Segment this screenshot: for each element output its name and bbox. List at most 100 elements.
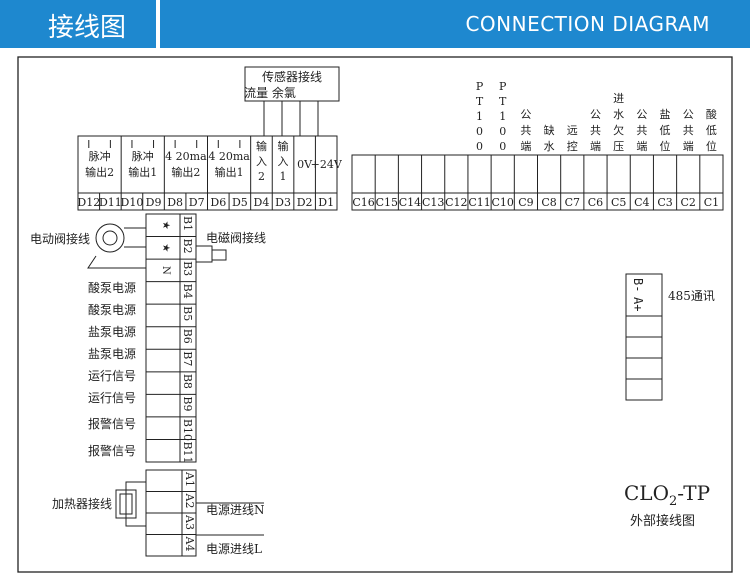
c-function-label: T	[476, 95, 484, 108]
c-terminal-label: C10	[492, 196, 514, 209]
c-function-label: 端	[636, 140, 647, 153]
c-function-label: 0	[476, 125, 483, 138]
c-terminal-label: C11	[468, 196, 490, 209]
a-terminal-label: A2	[183, 493, 196, 509]
motor-valve-label: 电动阀接线	[30, 231, 90, 246]
b-terminal-label: B11	[181, 441, 194, 463]
c-function-label: 共	[590, 124, 601, 137]
c-function-label: 低	[706, 124, 717, 137]
model-suffix: -TP	[677, 481, 710, 505]
c-terminal-label: C1	[704, 196, 719, 209]
c-terminal-label: C2	[681, 196, 696, 209]
d-terminal-label: D4	[254, 196, 270, 209]
alarm-signal-label-1: 报警信号	[88, 416, 136, 431]
b-terminal-label: B1	[181, 216, 194, 231]
c-function-label: 水	[613, 108, 624, 121]
c-function-label: 欠	[613, 123, 624, 137]
d-function-label: 输	[278, 139, 289, 153]
b-terminal-label: B3	[181, 261, 194, 276]
c-function-label: 0	[476, 140, 483, 153]
c-terminal-label: C8	[541, 196, 556, 209]
b-mark-label: ★	[160, 221, 171, 230]
c-function-label: P	[476, 80, 484, 93]
c-function-label: 端	[683, 140, 694, 153]
b-terminal-label: B10	[181, 419, 194, 441]
d-function-label: 4 20ma	[208, 150, 250, 163]
b-terminal-label: B7	[181, 351, 194, 366]
c-function-label: 0	[499, 140, 506, 153]
c-function-label: 酸	[706, 107, 717, 121]
acid-pump-label-1: 酸泵电源	[88, 280, 136, 295]
heater-label: 加热器接线	[52, 496, 112, 511]
a-terminal-label: A1	[183, 471, 196, 487]
d-function-label: 输出1	[128, 165, 157, 179]
c-function-label: 公	[520, 108, 531, 121]
b-terminal-label: B8	[181, 374, 194, 389]
c-function-label: 0	[499, 125, 506, 138]
acid-pump-label-2: 酸泵电源	[88, 302, 136, 317]
c-terminal-label: C4	[634, 196, 649, 209]
b-mark-label: N	[160, 266, 171, 275]
d-terminal-label: D8	[167, 196, 183, 209]
model-prefix: CLO	[624, 481, 669, 505]
run-signal-label-2: 运行信号	[88, 391, 136, 405]
d-function-label: +24V	[311, 158, 343, 171]
run-signal-label-1: 运行信号	[88, 369, 136, 383]
d-terminal-label: D12	[77, 196, 100, 209]
d-terminal-label: D11	[99, 196, 122, 209]
d-terminal-label: D6	[210, 196, 226, 209]
header-banner: 接线图 CONNECTION DIAGRAM	[0, 0, 750, 48]
b-mark-label: ★	[160, 243, 171, 252]
c-function-label: 盐	[660, 108, 671, 121]
b-terminal-label: B2	[181, 239, 194, 254]
rs485-label-b: B-	[631, 278, 645, 292]
c-function-label: 位	[706, 139, 717, 153]
c-function-label: 公	[683, 108, 694, 121]
c-function-label: 1	[499, 110, 506, 123]
power-in-n-label: 电源进线N	[206, 503, 265, 517]
solenoid-valve-label: 电磁阀接线	[206, 230, 266, 245]
c-function-label: 进	[613, 92, 624, 105]
a-terminal-label: A4	[183, 536, 196, 552]
d-terminal-label: D1	[318, 196, 334, 209]
d-terminal-label: D7	[189, 196, 205, 209]
c-terminal-label: C14	[399, 196, 421, 209]
c-terminal-label: C16	[352, 196, 374, 209]
c-terminal-label: C15	[376, 196, 398, 209]
d-function-label: 入	[256, 155, 267, 168]
d-function-label: 输出1	[215, 165, 244, 179]
header-separator	[156, 0, 160, 48]
b-terminal-label: B5	[181, 306, 194, 321]
c-function-label: 端	[520, 140, 531, 153]
c-function-label: 共	[520, 124, 531, 137]
c-function-label: 远	[567, 124, 578, 137]
salt-pump-label-1: 盐泵电源	[88, 325, 136, 339]
power-in-l-label: 电源进线L	[206, 542, 262, 556]
heater-symbol: 加热器接线	[52, 481, 146, 527]
d-terminal-label: D3	[275, 196, 291, 209]
d-function-label: 入	[278, 155, 289, 168]
d-function-label: 脉冲	[132, 149, 154, 163]
d-function-label: 4 20ma	[165, 150, 207, 163]
c-terminal-label: C3	[657, 196, 672, 209]
sensor-group: 传感器接线 流量 余氯	[244, 66, 340, 136]
c-terminal-label: C12	[445, 196, 467, 209]
c-function-label: T	[499, 95, 507, 108]
salt-pump-label-2: 盐泵电源	[88, 347, 136, 361]
b-terminal-label: B6	[181, 329, 194, 344]
c-function-label: 水	[544, 140, 555, 153]
diagram-frame	[17, 56, 733, 573]
rs485-block: B- A+ 485通讯	[625, 273, 715, 401]
left-labels: 酸泵电源 酸泵电源 盐泵电源 盐泵电源 运行信号 运行信号 报警信号 报警信号	[88, 280, 136, 458]
c-function-label: 压	[613, 140, 624, 153]
model-subscript: 2	[669, 494, 677, 509]
d-function-label: 输出2	[85, 165, 114, 179]
d-function-label: 输	[256, 139, 267, 153]
c-function-label: 端	[590, 140, 601, 153]
page-subtitle: CONNECTION DIAGRAM	[465, 12, 710, 36]
model-block: CLO2-TP 外部接线图	[624, 481, 710, 529]
